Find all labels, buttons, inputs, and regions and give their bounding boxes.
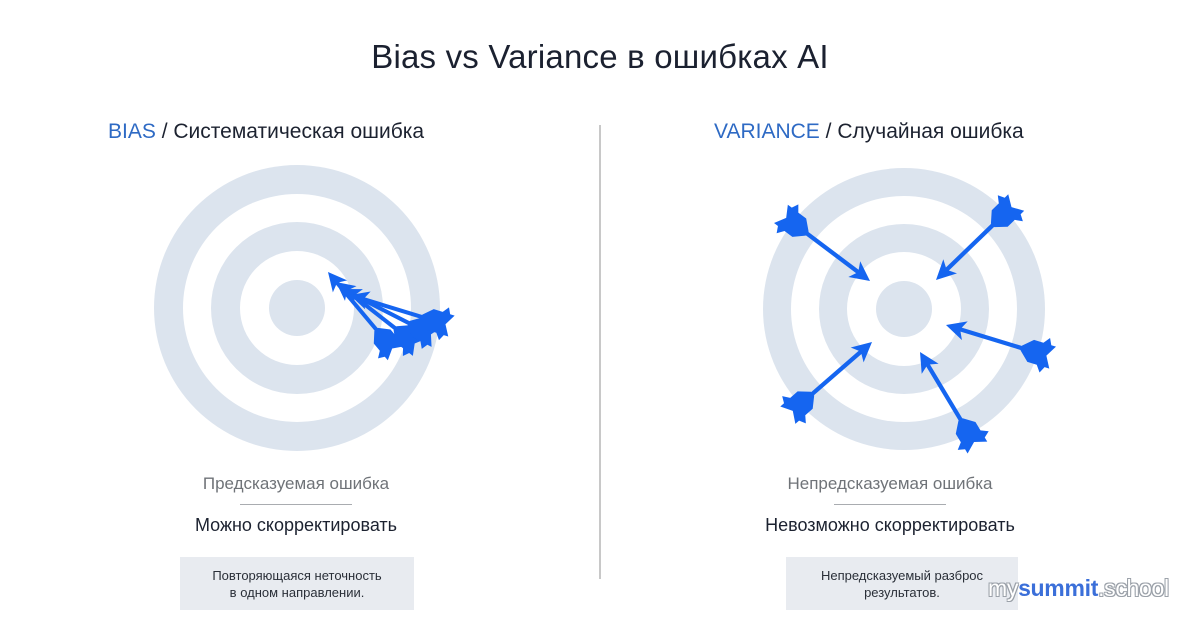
bias-subtitle: Предсказуемая ошибка bbox=[202, 474, 390, 493]
bias-separator: / bbox=[155, 120, 174, 143]
bias-keyword: BIAS bbox=[108, 120, 156, 143]
watermark-prefix: my bbox=[988, 575, 1019, 601]
column-divider bbox=[599, 125, 601, 579]
variance-note: Непредсказуемый разброс результатов. bbox=[786, 557, 1018, 610]
variance-heading: VARIANCE / Случайная ошибка bbox=[714, 120, 1024, 144]
watermark-logo: mysummit.school bbox=[988, 575, 1169, 602]
watermark-brand: summit bbox=[1018, 575, 1099, 601]
bias-verdict: Можно скорректировать bbox=[194, 515, 398, 535]
bias-note: Повторяющаяся неточность в одном направл… bbox=[180, 557, 414, 610]
bias-note-line-2: в одном направлении. bbox=[229, 584, 365, 600]
bias-target-icon bbox=[154, 165, 440, 451]
variance-note-line-2: результатов. bbox=[864, 584, 940, 600]
variance-heading-text: Случайная ошибка bbox=[837, 120, 1024, 143]
variance-verdict: Невозможно скорректировать bbox=[765, 515, 1015, 535]
variance-keyword: VARIANCE bbox=[714, 120, 820, 143]
variance-rule bbox=[834, 504, 946, 505]
variance-summary: Непредсказуемая ошибка Невозможно скорре… bbox=[740, 474, 1040, 536]
bias-summary: Предсказуемая ошибка Можно скорректирова… bbox=[146, 474, 446, 536]
variance-separator: / bbox=[819, 120, 838, 143]
variance-note-line-1: Непредсказуемый разброс bbox=[820, 567, 984, 583]
bias-heading-text: Систематическая ошибка bbox=[173, 120, 425, 143]
variance-subtitle: Непредсказуемая ошибка bbox=[787, 474, 993, 493]
bias-note-line-1: Повторяющаяся неточность bbox=[212, 567, 382, 583]
bias-rule bbox=[240, 504, 352, 505]
watermark-suffix: .school bbox=[1098, 575, 1169, 601]
bias-heading: BIAS / Систематическая ошибка bbox=[108, 120, 424, 144]
page-title: Bias vs Variance в ошибках AI bbox=[371, 38, 829, 75]
